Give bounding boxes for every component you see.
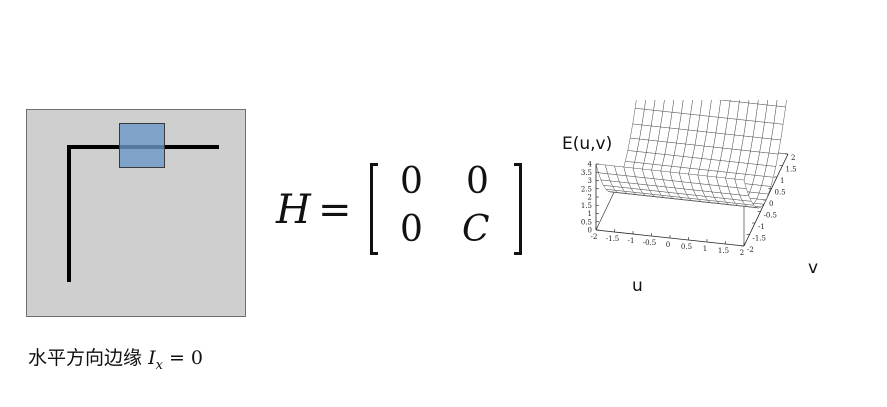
u-tick-label: 0.5 [681, 243, 692, 251]
matrix-cell-11: C [462, 209, 490, 250]
caption-math: Ix = 0 [148, 347, 204, 373]
matrix-right-bracket [514, 163, 522, 255]
matrix-cell-10: 0 [400, 209, 423, 250]
z-tick-label: 0.5 [581, 218, 592, 226]
matrix-left-bracket [370, 163, 378, 255]
z-tick-label: 3.5 [581, 169, 592, 177]
u-tick-label: -1 [628, 237, 635, 245]
v-tick-label: 0 [769, 200, 773, 208]
u-tick-label: 1.5 [718, 247, 729, 255]
u-axis-label: u [632, 276, 643, 296]
z-tick-label: 4 [588, 161, 593, 169]
vertical-edge-line [67, 145, 71, 282]
v-tick-label: -0.5 [764, 212, 778, 220]
v-axis-label: v [808, 258, 819, 278]
surface-cell [763, 165, 777, 178]
caption-math-var: I [148, 347, 156, 369]
image-patch [26, 109, 246, 317]
v-tick-label: 1 [780, 177, 784, 185]
v-tick-label: -1 [758, 223, 765, 231]
z-tick-label: 1.5 [581, 202, 592, 210]
caption-math-rest: = 0 [162, 347, 204, 369]
matrix-cell-01: 0 [466, 161, 489, 202]
z-tick-label: 0 [588, 227, 592, 235]
z-tick-label: 3 [588, 177, 592, 185]
v-tick-label: 0.5 [775, 189, 786, 197]
sliding-window [119, 123, 165, 168]
caption-math-sub: x [155, 357, 163, 373]
u-tick-label: -1.5 [606, 235, 620, 243]
equation-equals: = [318, 187, 352, 233]
u-tick-label: 2 [740, 249, 744, 257]
v-tick-label: -1.5 [753, 235, 767, 243]
v-tick-label: 2 [791, 154, 795, 162]
matrix-cell-00: 0 [400, 161, 423, 202]
v-tick-label: -2 [747, 246, 754, 254]
hessian-equation: H = 0 0 0 C [272, 155, 532, 265]
plot-title: E(u,v) [562, 134, 613, 154]
equation-lhs: H [276, 187, 311, 233]
z-tick-label: 2 [588, 194, 592, 202]
surface-cell [734, 178, 747, 189]
edge-caption: 水平方向边缘 Ix = 0 [28, 343, 203, 373]
caption-text: 水平方向边缘 [28, 347, 143, 369]
u-tick-label: 0 [666, 241, 670, 249]
z-tick-label: 1 [588, 210, 592, 218]
surface-mesh [595, 100, 787, 209]
u-tick-label: -0.5 [643, 239, 657, 247]
v-tick-label: 1.5 [786, 166, 797, 174]
u-tick-label: 1 [703, 245, 707, 253]
u-tick-label: -2 [591, 233, 598, 241]
z-tick-label: 2.5 [581, 185, 592, 193]
